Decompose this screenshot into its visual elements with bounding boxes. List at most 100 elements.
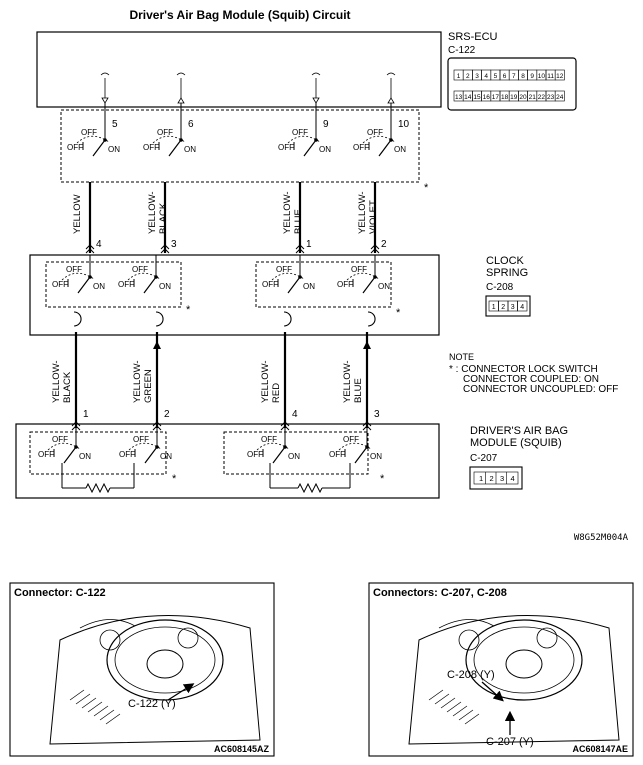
pin-label: 11 xyxy=(547,73,554,80)
switch-blade xyxy=(362,276,376,294)
pin-label: 15 xyxy=(473,94,481,101)
asterisk: * xyxy=(172,473,177,485)
pin-label: 4 xyxy=(511,474,515,483)
off-label-upper: OFF xyxy=(81,128,97,137)
pin-label: 17 xyxy=(492,94,500,101)
dashboard-outline xyxy=(49,615,261,745)
ecu-connector-face xyxy=(447,57,577,111)
wire-color-label: YELLOW- xyxy=(357,191,368,234)
squib-lock-frame-right xyxy=(223,431,369,475)
squib-name: MODULE (SQUIB) xyxy=(470,437,562,449)
on-label: ON xyxy=(160,452,172,461)
squib-resistor xyxy=(297,482,323,494)
connector-chevron xyxy=(280,421,290,427)
off-label: OFF xyxy=(262,280,278,289)
ecu-internal-lead xyxy=(311,72,321,76)
ecu-internal-lead xyxy=(386,72,396,76)
asterisk: * xyxy=(396,307,401,319)
connector-chevron xyxy=(295,248,305,254)
wire-color-label: VIOLET xyxy=(368,200,379,234)
off-label: OFF xyxy=(143,143,159,152)
clock-spring-connector-face xyxy=(485,295,531,317)
off-label-upper: OFF xyxy=(132,265,148,274)
pin-label: 24 xyxy=(556,94,564,101)
off-label: OFF xyxy=(329,450,345,459)
pin-cell xyxy=(554,90,565,102)
pin-label: 1 xyxy=(479,474,483,483)
wire-color-label: YELLOW- xyxy=(282,191,293,234)
squib-terminal-number: 4 xyxy=(292,409,298,420)
connector-chevron xyxy=(160,244,170,250)
callout-leader xyxy=(481,681,504,702)
harness-line xyxy=(81,697,97,709)
ecu-terminal-number: 6 xyxy=(188,119,194,130)
off-label: OFF xyxy=(38,450,54,459)
ecu-internal-lead xyxy=(176,72,186,76)
connector-chevron xyxy=(85,244,95,250)
lock-switch: OFF ON OFF xyxy=(262,255,315,294)
squib-lock-frame-left xyxy=(29,431,167,475)
pin-label: 20 xyxy=(519,94,527,101)
clock-terminal-number: 3 xyxy=(171,239,177,250)
switch-blade xyxy=(144,446,158,464)
harness-line xyxy=(464,713,480,725)
harness-line xyxy=(75,693,91,705)
squib-connector-face xyxy=(469,466,523,490)
callout-label: C-122 (Y) xyxy=(128,698,176,710)
off-label-upper: OFF xyxy=(276,265,292,274)
switch-blade xyxy=(378,139,392,157)
on-label: ON xyxy=(108,145,120,154)
clock-terminal-number: 1 xyxy=(306,239,312,250)
pin-label: 5 xyxy=(494,73,498,80)
switch-arc xyxy=(271,272,305,281)
gauge-hood xyxy=(438,619,495,629)
pin-label: 13 xyxy=(455,94,463,101)
ecu-terminal-arrow xyxy=(387,97,395,104)
wire-color-label: YELLOW- xyxy=(132,360,143,403)
squib-connector-id: C-207 xyxy=(470,453,498,464)
switch-blade xyxy=(77,276,91,294)
squib-terminal-number: 2 xyxy=(164,409,170,420)
harness-line xyxy=(428,689,444,701)
gauge-dial xyxy=(99,629,121,651)
switch-arc xyxy=(287,135,321,144)
off-label: OFF xyxy=(67,143,83,152)
asterisk: * xyxy=(424,182,429,194)
harness-line xyxy=(440,697,456,709)
panel-title: Connector: C-122 xyxy=(14,587,106,599)
steering-wheel-rim xyxy=(465,619,583,701)
asterisk: * xyxy=(380,473,385,485)
pin-label: 3 xyxy=(500,474,504,483)
off-label-upper: OFF xyxy=(367,128,383,137)
connector-chevron xyxy=(362,421,372,427)
switch-arc xyxy=(256,442,290,451)
dashboard-outline xyxy=(408,615,620,745)
panel-title: Connectors: C-207, C-208 xyxy=(373,587,507,599)
wire-color-label: BLACK xyxy=(158,202,169,234)
wire-color-label: YELLOW- xyxy=(342,360,353,403)
diagram-code: W8G52M004A xyxy=(574,533,629,543)
harness-line xyxy=(434,693,450,705)
on-label: ON xyxy=(303,282,315,291)
wire-color-label: BLUE xyxy=(353,378,364,403)
connector-chevron xyxy=(370,244,380,250)
off-label-upper: OFF xyxy=(52,435,68,444)
on-label: ON xyxy=(93,282,105,291)
ecu-terminal-arrow xyxy=(312,97,320,104)
ecu-terminal-number: 5 xyxy=(112,119,118,130)
pin-label: 10 xyxy=(538,73,546,80)
steering-wheel-rim xyxy=(106,619,224,701)
switch-arc xyxy=(346,272,380,281)
pin-label: 21 xyxy=(529,94,537,101)
harness-line xyxy=(452,705,468,717)
on-label: ON xyxy=(184,145,196,154)
ecu-terminal-number: 10 xyxy=(398,119,410,130)
switch-blade xyxy=(63,446,77,464)
